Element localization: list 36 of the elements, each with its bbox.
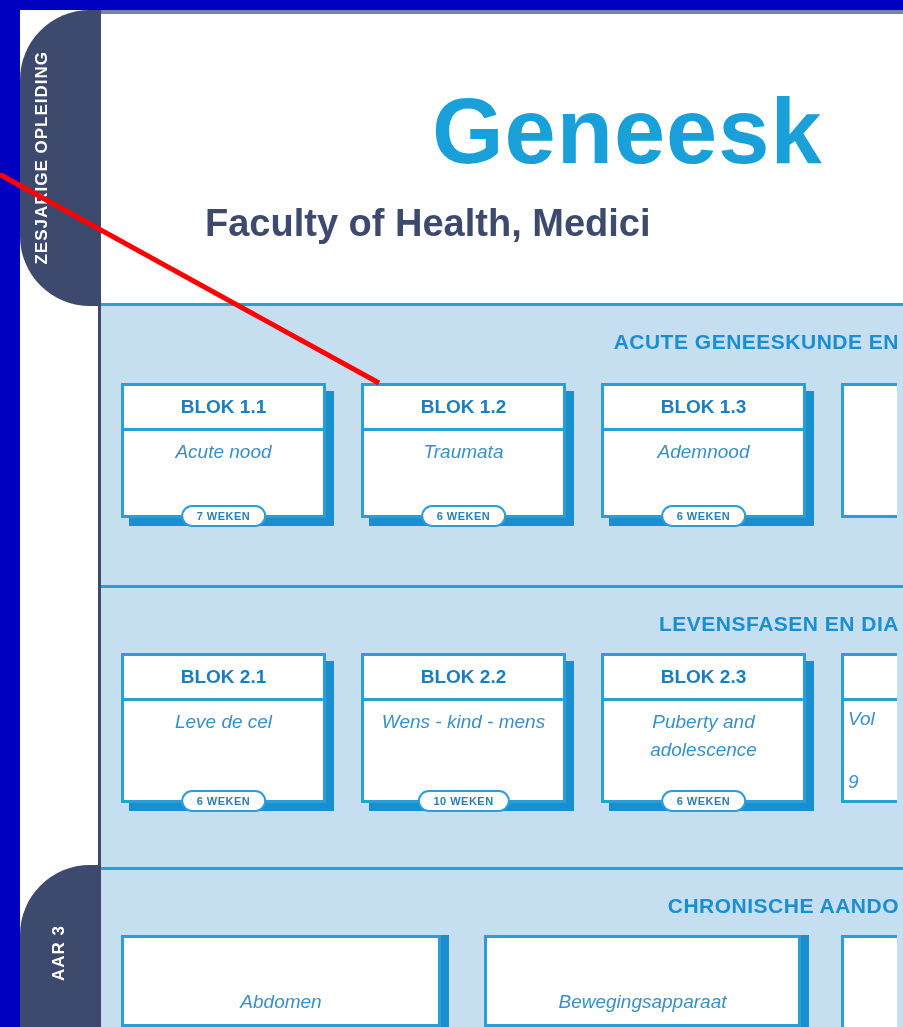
section-heading: ACUTE GENEESKUNDE EN [613, 330, 899, 354]
block-title: BLOK 1.1 [124, 386, 323, 431]
duration-badge: 6 WEKEN [420, 505, 507, 527]
duration-badge: 6 WEKEN [180, 790, 267, 812]
title: Geneesk [432, 79, 823, 184]
block-title: BLOK 2.2 [364, 656, 563, 701]
duration-badge: 6 WEKEN [660, 790, 747, 812]
tab-label: AAR 3 [48, 925, 69, 981]
duration-badge: 10 WEKEN [417, 790, 510, 812]
block-title: BLOK 1.2 [364, 386, 563, 431]
block-topic: Wens - kind - mens [380, 710, 547, 734]
section-heading: LEVENSFASEN EN DIA [658, 612, 899, 636]
block-card [841, 653, 897, 803]
duration-badge: 7 WEKEN [180, 505, 267, 527]
block-card [841, 383, 897, 518]
side-tab [20, 10, 98, 306]
block-topic: Puberty and adolescence [649, 710, 758, 762]
block-title: BLOK 1.3 [604, 386, 803, 431]
block-topic: Ademnood [656, 440, 751, 464]
block-title: BLOK 2.3 [604, 656, 803, 701]
subtitle: Faculty of Health, Medici [205, 201, 651, 246]
block-title: BLOK 2.1 [124, 656, 323, 701]
block-topic: Abdomen [238, 990, 323, 1014]
block-topic: Bewegingsapparaat [557, 990, 728, 1014]
section-band [101, 585, 903, 867]
block-topic: Vol [848, 708, 875, 730]
section-heading: CHRONISCHE AANDO [667, 894, 899, 918]
block-topic: 9 [848, 771, 859, 793]
duration-badge: 6 WEKEN [660, 505, 747, 527]
block-topic: Traumata [422, 440, 505, 464]
side-tab [20, 865, 98, 1027]
section-band [101, 867, 903, 1027]
section-band [101, 303, 903, 585]
block-topic: Leve de cel [173, 710, 274, 734]
block-card [841, 935, 897, 1027]
block-topic: Acute nood [174, 440, 273, 464]
